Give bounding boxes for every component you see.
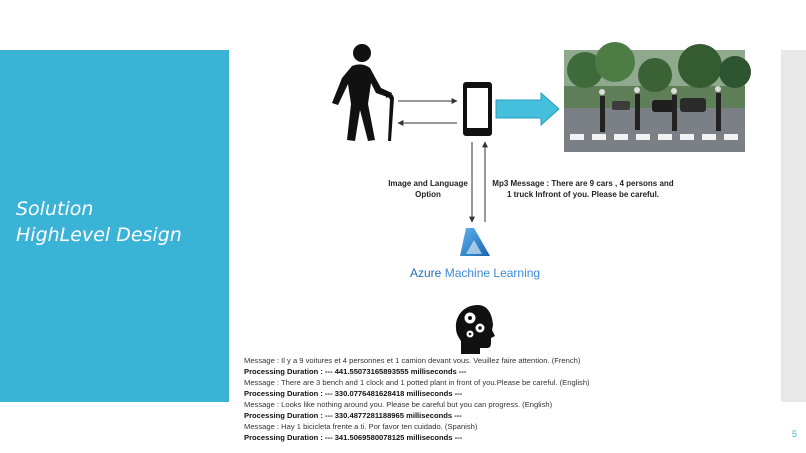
elderly-person-icon: [332, 44, 394, 141]
log-line: Message : Il y a 9 voitures et 4 personn…: [244, 356, 581, 365]
smartphone-icon: [463, 82, 492, 136]
log-duration: Processing Duration : --- 330.4877281188…: [244, 411, 462, 420]
log-line: Message : Looks like nothing around you.…: [244, 400, 553, 409]
input-label-line2: Option: [415, 190, 441, 199]
slide-title-line2: HighLevel Design: [16, 224, 182, 246]
azure-ml-label: Azure Machine Learning: [410, 266, 540, 280]
page-number: 5: [792, 429, 798, 439]
azure-word: Azure: [410, 266, 442, 280]
log-line: Message : There are 3 bench and 1 clock …: [244, 378, 590, 387]
input-label-line1: Image and Language: [388, 179, 468, 188]
arrow-right-icon: [495, 91, 560, 127]
output-label-line2: 1 truck Infront of you. Please be carefu…: [506, 190, 660, 199]
output-label-line1: Mp3 Message : There are 9 cars , 4 perso…: [492, 179, 674, 188]
log-duration: Processing Duration : --- 341.5069580078…: [244, 433, 463, 442]
log-line: Message : Hay 1 bicicleta frente a ti. P…: [244, 422, 478, 431]
log-duration: Processing Duration : --- 330.0776481628…: [244, 389, 463, 398]
title-panel: [0, 50, 229, 402]
azure-ml-logo: [460, 228, 490, 256]
log-duration: Processing Duration : --- 441.5507316589…: [244, 367, 467, 376]
street-photo: [564, 42, 751, 152]
slide-title-line1: Solution: [16, 198, 94, 220]
processing-log: Message : Il y a 9 voitures et 4 personn…: [244, 355, 590, 443]
azure-product-name: Machine Learning: [444, 266, 541, 280]
input-label: Image and Language Option: [374, 178, 482, 200]
head-gears-icon: [455, 305, 495, 354]
slide-title: Solution HighLevel Design: [16, 196, 182, 248]
right-decor-bar: [781, 50, 806, 402]
output-label: Mp3 Message : There are 9 cars , 4 perso…: [488, 178, 678, 200]
